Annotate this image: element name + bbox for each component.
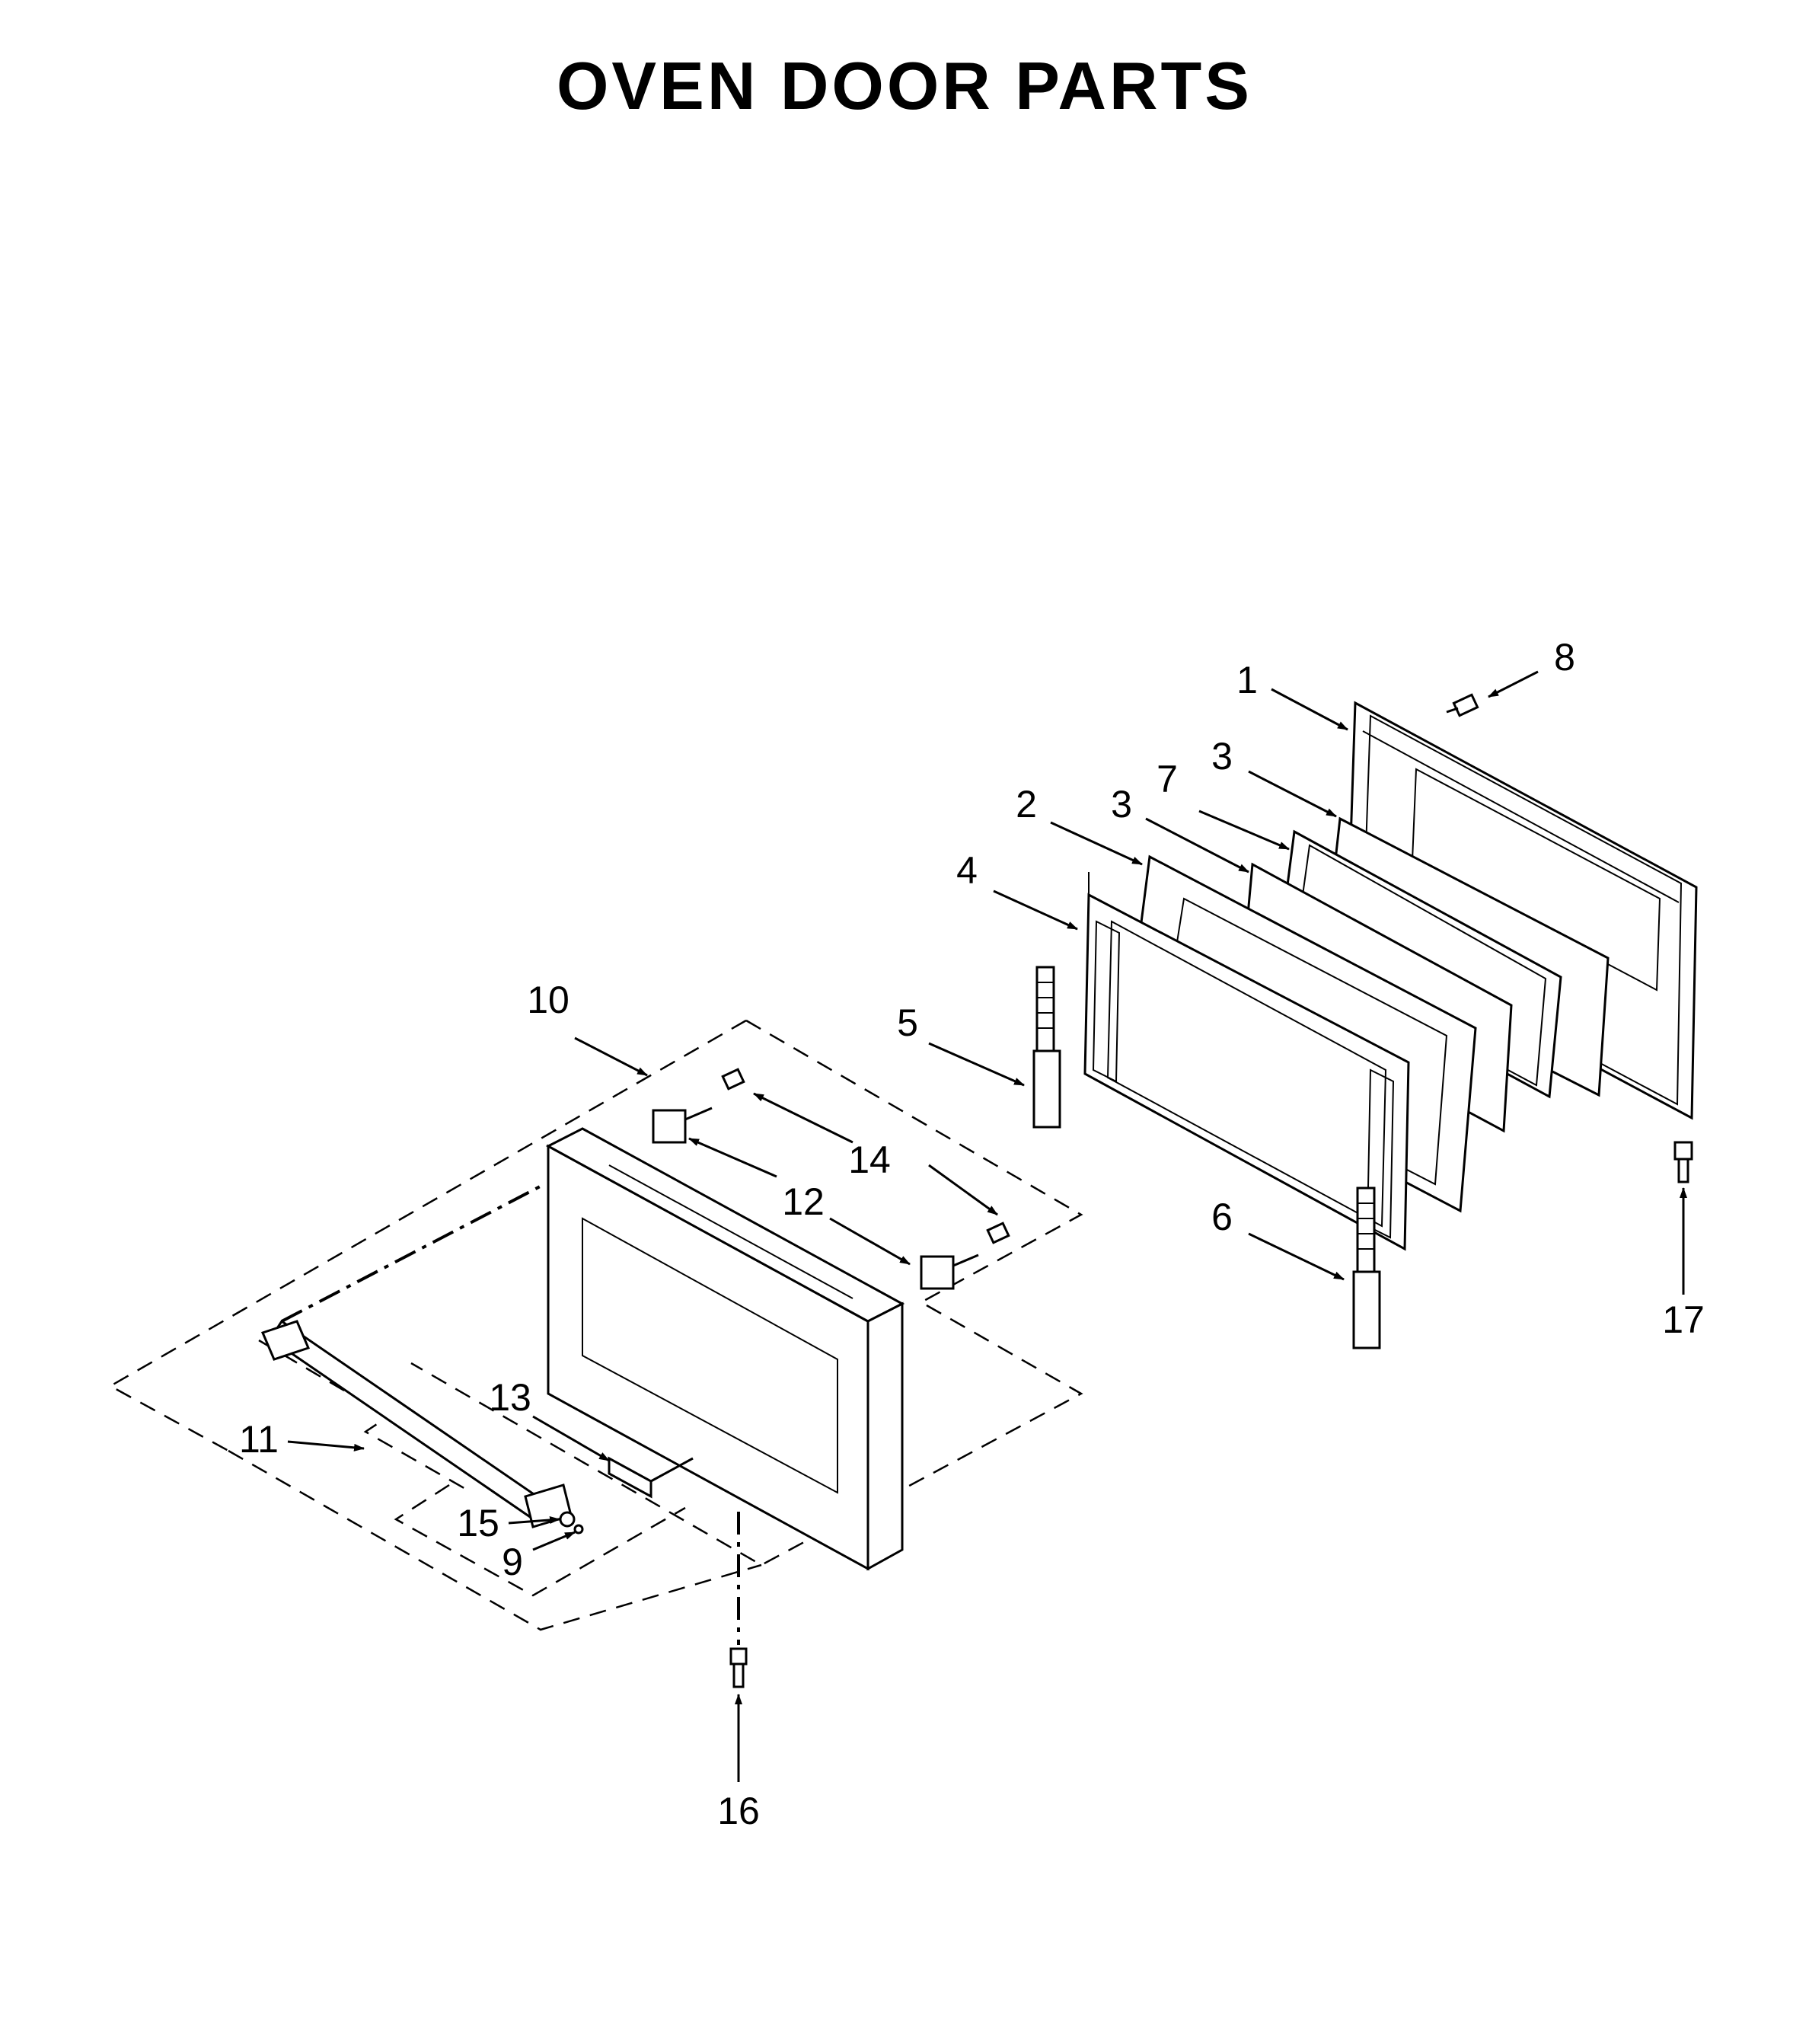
callout-7: 7	[1157, 758, 1178, 800]
callout-14: 14	[848, 1139, 891, 1181]
callout-5: 5	[897, 1001, 918, 1044]
page-title: OVEN DOOR PARTS	[556, 48, 1252, 123]
callout-16: 16	[717, 1790, 760, 1832]
screw-9	[573, 1524, 584, 1535]
outer-door-panel	[545, 1127, 905, 1571]
handle-alignment-line	[281, 1183, 545, 1323]
callout-11: 11	[239, 1418, 279, 1461]
hinge-receiver-right	[920, 1254, 979, 1290]
callout-1: 1	[1236, 659, 1258, 701]
hinge-receiver-left	[652, 1107, 713, 1144]
callout-13: 13	[489, 1376, 531, 1419]
callout-3a: 3	[1211, 735, 1233, 778]
callout-3b: 3	[1111, 783, 1132, 826]
hinge-right	[1352, 1186, 1381, 1349]
hinge-left	[1032, 966, 1061, 1129]
washer-15	[559, 1511, 576, 1528]
screw-8	[1446, 693, 1479, 717]
callout-9: 9	[502, 1541, 523, 1583]
screw-17	[1673, 1141, 1693, 1183]
callout-12: 12	[782, 1180, 825, 1223]
screw-14-right	[986, 1222, 1010, 1244]
callout-17: 17	[1662, 1298, 1705, 1341]
callout-4: 4	[956, 849, 978, 892]
door-frame	[1083, 872, 1410, 1251]
callout-arrows	[287, 670, 1687, 1782]
callout-8: 8	[1554, 636, 1575, 679]
callout-6: 6	[1211, 1196, 1233, 1238]
callout-15: 15	[457, 1502, 499, 1544]
screw-16	[729, 1647, 748, 1688]
badge	[608, 1456, 694, 1499]
callout-2: 2	[1016, 783, 1037, 826]
screw-14-left	[721, 1068, 745, 1091]
outer-door-assembly-outline	[108, 1019, 1083, 1631]
callout-10: 10	[527, 979, 570, 1021]
